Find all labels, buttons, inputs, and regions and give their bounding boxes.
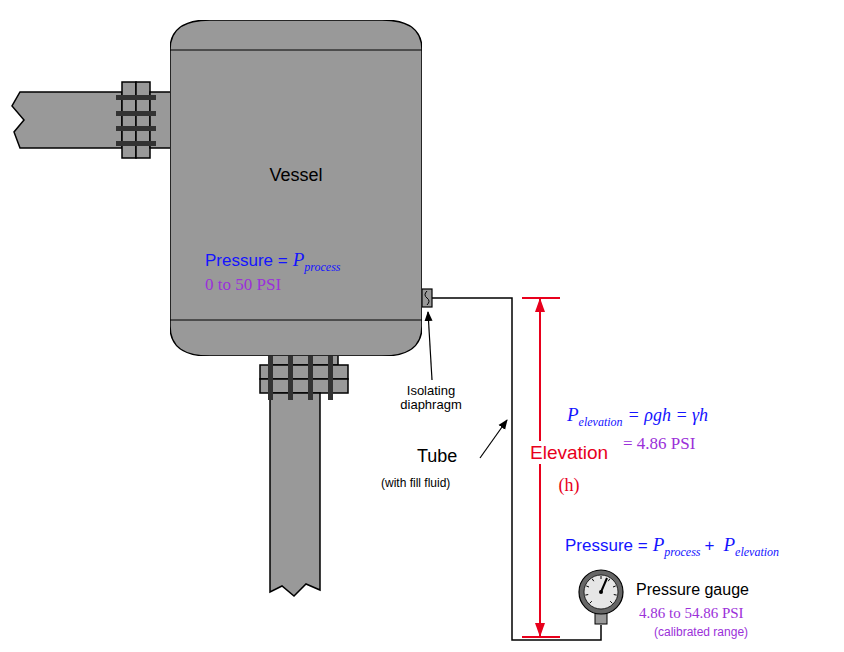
label-text: Pressure =: [205, 251, 288, 270]
label-text: = 4.86 PSI: [623, 434, 695, 453]
flange-bolts: [268, 352, 333, 400]
node-title: Vessel: [170, 165, 422, 186]
gauge-tick: [601, 576, 602, 579]
elevation-value: = 4.86 PSI: [623, 435, 695, 454]
callout-note: (with fill fluid): [381, 473, 450, 491]
gauge-tick: [586, 586, 589, 587]
callout-label: Tube: [417, 447, 457, 467]
node-title: Pressure gauge: [636, 581, 749, 599]
dimension-label: Elevation: [528, 443, 610, 464]
label-text: Tube: [417, 446, 457, 466]
label-text: elevation: [579, 415, 623, 429]
label-text: process: [664, 545, 700, 559]
label-text: +: [705, 536, 715, 555]
gauge-stem: [595, 613, 607, 624]
gauge-tick: [592, 579, 594, 581]
label-text: P: [653, 534, 665, 555]
label-text: = ρgh = γh: [628, 405, 709, 425]
range-label: 0 to 50 PSI: [205, 276, 281, 295]
gauge-tick: [613, 586, 616, 587]
process-vessel: Vessel: [170, 20, 422, 356]
fill-tube: [422, 298, 601, 640]
label-text: Isolating diaphragm: [396, 384, 466, 413]
dimension-label: (h): [557, 476, 582, 496]
pressure-gauge: Pressure gauge4.86 to 54.86 PSI(calibrat…: [578, 569, 624, 625]
gauge-needle: [601, 578, 607, 592]
node-note: 4.86 to 54.86 PSI: [639, 605, 744, 622]
inlet-pipe: [12, 82, 172, 158]
label-text: 0 to 50 PSI: [205, 275, 281, 294]
label-text: P: [293, 249, 305, 270]
pressure-equation: Pressure = Pprocess: [205, 250, 341, 274]
node-note: (calibrated range): [654, 625, 748, 639]
label-text: process: [304, 260, 340, 274]
label-text: P: [723, 534, 735, 555]
gauge-equation: Pressure = Pprocess + Pelevation: [565, 535, 779, 559]
isolating-diaphragm: [422, 289, 432, 307]
gauge-pivot: [599, 590, 603, 594]
gauge-case: [579, 570, 623, 614]
gauge-tick: [614, 594, 617, 596]
flange-bolts: [116, 95, 156, 146]
label-text: (h): [557, 474, 582, 496]
elevation-equation: Pelevation = ρgh = γh: [562, 405, 708, 429]
vessel-body: [170, 20, 422, 356]
elevation-dimension: [522, 298, 560, 637]
leader-line: [428, 312, 432, 380]
vessel-seam: [170, 50, 422, 51]
label-text: Elevation: [528, 441, 610, 464]
gauge-face: [584, 575, 618, 609]
gauge-tick: [608, 579, 610, 581]
label-text: P: [567, 404, 579, 425]
vessel-seam: [170, 320, 422, 321]
gauge-tick: [610, 601, 612, 603]
label-text: (with fill fluid): [381, 476, 450, 490]
outlet-pipe: [260, 350, 348, 596]
label-text: elevation: [735, 545, 779, 559]
gauge-outline: [578, 569, 624, 625]
gauge-tick: [585, 594, 588, 596]
leader-line: [480, 420, 507, 458]
vessel-outline: [170, 20, 422, 356]
callout-label: Isolating diaphragm: [396, 384, 466, 413]
label-text: Pressure =: [565, 536, 648, 555]
gauge-tick: [590, 601, 592, 603]
